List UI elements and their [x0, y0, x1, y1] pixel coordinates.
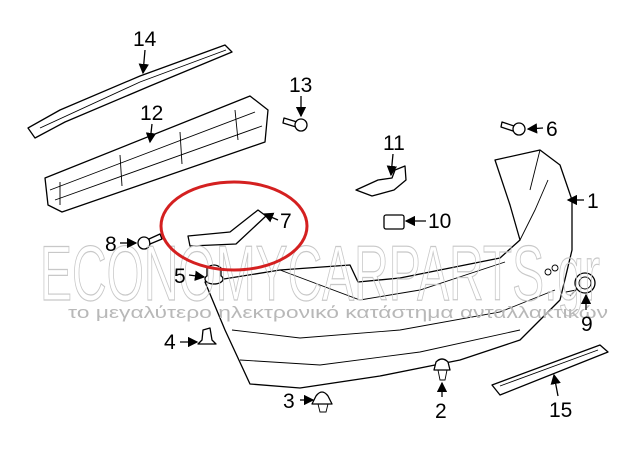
callout-5: 5: [174, 265, 186, 288]
callout-2: 2: [435, 400, 447, 423]
callout-8: 8: [105, 233, 117, 256]
callout-14: 14: [133, 28, 157, 51]
part-11-bracket[interactable]: [355, 165, 407, 197]
part-10-clip[interactable]: [383, 214, 405, 230]
callout-7: 7: [280, 210, 292, 233]
callout-9: 9: [581, 313, 593, 336]
callout-13: 13: [289, 74, 312, 97]
part-3-push-clip[interactable]: [311, 391, 333, 413]
callout-4: 4: [164, 331, 176, 354]
part-9-tow-hook-cap[interactable]: [565, 272, 596, 297]
part-15-lower-strip[interactable]: [491, 344, 609, 396]
part-8-bolt[interactable]: [137, 233, 163, 250]
callout-3: 3: [283, 390, 295, 413]
callout-1: 1: [587, 190, 599, 213]
callout-11: 11: [383, 132, 405, 155]
part-1-bumper-cover[interactable]: [204, 149, 573, 389]
part-14-reinforcement-strip[interactable]: [27, 44, 233, 139]
callout-12: 12: [140, 102, 163, 125]
part-12-bumper-reinforcement[interactable]: [44, 95, 269, 213]
callout-10: 10: [428, 210, 451, 233]
highlight-circle: [159, 180, 309, 272]
watermark-tagline: το μεγαλύτερο ηλεκτρονικό κατάστημα αντα…: [68, 303, 608, 322]
part-13-bolt[interactable]: [282, 117, 308, 132]
part-4-push-clip[interactable]: [197, 327, 217, 345]
leader-lines: [120, 49, 592, 406]
callout-6: 6: [546, 118, 558, 141]
part-6-bolt[interactable]: [500, 121, 526, 136]
part-2-push-clip[interactable]: [433, 358, 451, 381]
callout-15: 15: [549, 399, 572, 422]
